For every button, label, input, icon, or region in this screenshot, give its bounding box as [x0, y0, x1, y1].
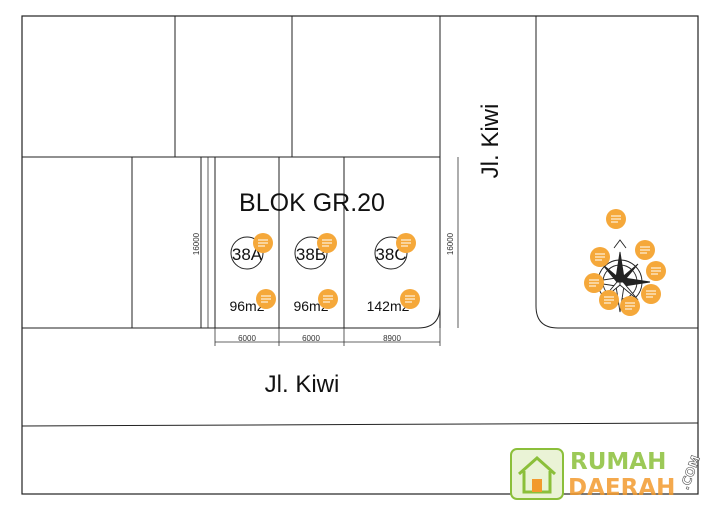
dim-depth-right: 16000	[446, 232, 455, 255]
note-marker-icon[interactable]	[253, 233, 273, 253]
watermark-word1: RUMAH	[570, 449, 666, 475]
lot-area: 96m2	[229, 298, 264, 314]
note-marker-icon[interactable]	[635, 240, 655, 260]
street-label-side: Jl. Kiwi	[477, 104, 504, 179]
note-markers	[253, 209, 666, 316]
note-marker-icon[interactable]	[400, 289, 420, 309]
dim-width-38c: 8900	[383, 334, 401, 343]
note-marker-icon[interactable]	[641, 284, 661, 304]
note-marker-icon[interactable]	[256, 289, 276, 309]
dim-depth-left: 16000	[192, 232, 201, 255]
watermark-suffix: .COM	[678, 454, 703, 492]
lot-number: 38B	[296, 245, 326, 264]
note-marker-icon[interactable]	[318, 289, 338, 309]
dim-width-38b: 6000	[302, 334, 320, 343]
top-parcels	[22, 16, 441, 328]
road-edge-right	[535, 16, 698, 329]
block-label: BLOK GR.20	[239, 189, 385, 217]
note-marker-icon[interactable]	[606, 209, 626, 229]
note-marker-icon[interactable]	[646, 261, 666, 281]
lot-number: 38A	[232, 245, 263, 264]
plan-border	[21, 15, 699, 495]
street-label-bottom: Jl. Kiwi	[265, 371, 340, 398]
note-marker-icon[interactable]	[584, 273, 604, 293]
watermark-logo: RUMAH DAERAH .COM	[510, 448, 703, 501]
note-marker-icon[interactable]	[396, 233, 416, 253]
note-marker-icon[interactable]	[620, 296, 640, 316]
dim-width-38a: 6000	[238, 334, 256, 343]
note-marker-icon[interactable]	[590, 247, 610, 267]
road-edge-bottom	[21, 422, 699, 427]
note-marker-icon[interactable]	[599, 290, 619, 310]
note-marker-icon[interactable]	[317, 233, 337, 253]
width-dimension	[214, 328, 441, 346]
watermark-word2: DAERAH	[568, 475, 675, 501]
lot-area: 142m2	[367, 298, 410, 314]
lot-block	[22, 157, 441, 329]
